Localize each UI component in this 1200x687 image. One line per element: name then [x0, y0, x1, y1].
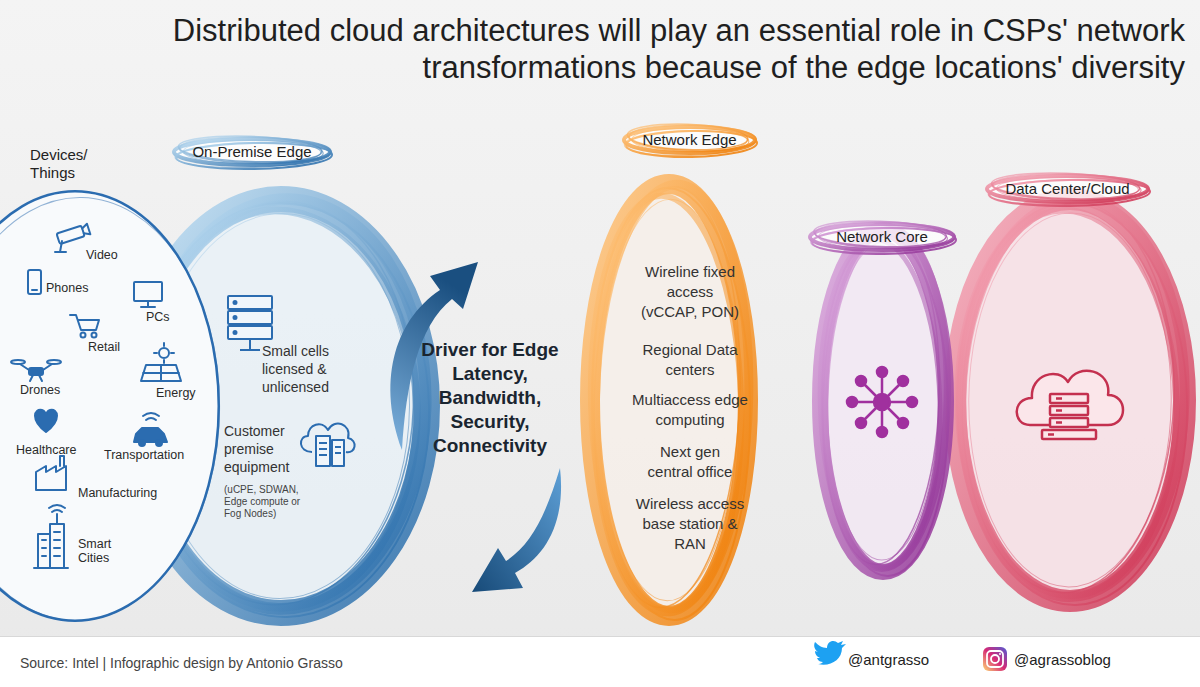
instagram-lens — [991, 655, 999, 663]
node-text: Retail — [88, 340, 148, 354]
ring-stroke — [133, 200, 432, 619]
cycle-arrow — [472, 468, 561, 592]
node-heading: Devices/ Things — [30, 146, 100, 182]
node-text: Regional Data centers — [625, 340, 755, 380]
ring-stroke — [826, 241, 940, 560]
node-shape: Network EdgeWireline fixed access (vCCAP… — [580, 174, 758, 626]
node-shape: Network Core — [812, 222, 954, 580]
node-text: Phones — [46, 281, 106, 295]
node-text: Drones — [20, 383, 80, 397]
node-heading: Driver for Edge Latency, Bandwidth, Secu… — [420, 338, 560, 458]
node-text: (uCPE, SDWAN, Edge compute or Fog Nodes) — [224, 484, 316, 520]
node-text: Small cells licensed & unlicensed — [262, 342, 362, 396]
node-shape: Data Center/Cloud — [944, 188, 1196, 612]
node-text: Wireless access base station & RAN — [632, 494, 748, 554]
label-swirl: Network Edge — [622, 125, 757, 155]
ring-stroke — [151, 212, 411, 599]
node-text: Manufacturing — [78, 486, 188, 500]
node-text: Video — [86, 248, 146, 262]
ring-stroke — [956, 197, 1181, 596]
ring-outline — [812, 222, 954, 580]
node-text: Energy — [156, 386, 216, 400]
node-text: Multiaccess edge computing — [625, 390, 755, 430]
node-heading: Network Core — [808, 222, 956, 252]
ring-stroke — [819, 233, 951, 577]
diagram-title: Distributed cloud architectures will pla… — [40, 12, 1185, 86]
node-heading: Data Center/Cloud — [985, 174, 1150, 204]
label-swirl: Data Center/Cloud — [985, 174, 1150, 204]
label-swirl: On-Premise Edge — [172, 137, 332, 167]
node-shape: Driver for Edge Latency, Bandwidth, Secu… — [380, 250, 580, 600]
instagram-icon — [983, 647, 1007, 671]
social-handle: @antgrasso — [848, 650, 968, 670]
ring-stroke — [138, 197, 421, 610]
twitter-icon — [814, 641, 846, 665]
node-shape: Devices/ ThingsVideoPhonesPCsRetailDrone… — [0, 190, 220, 622]
node-text: Next gen central office — [637, 442, 743, 482]
node-text: Smart Cities — [78, 537, 128, 565]
ring-stroke — [967, 212, 1173, 588]
node-heading: Network Edge — [622, 125, 757, 155]
ring-outline — [944, 188, 1196, 612]
node-text: Transportation — [104, 448, 214, 462]
ring-stroke — [954, 201, 1191, 607]
ring-stroke — [816, 238, 944, 569]
instagram-frame — [987, 651, 1003, 667]
ring-stroke — [817, 229, 944, 566]
ring-stroke — [134, 207, 422, 612]
label-swirl: Network Core — [808, 222, 956, 252]
node-text: Customer premise equipment — [224, 422, 308, 476]
twitter-bird — [814, 641, 846, 665]
node-heading: On-Premise Edge — [172, 137, 332, 167]
social-handle: @agrassoblog — [1014, 650, 1164, 670]
node-text: Healthcare — [16, 443, 106, 457]
instagram-badge — [983, 647, 1007, 671]
node-text: PCs — [146, 310, 186, 324]
source-note: Source: Intel | Infographic design by An… — [20, 654, 620, 672]
instagram-dot — [999, 653, 1001, 655]
node-text: Wireline fixed access (vCCAP, PON) — [639, 262, 741, 322]
